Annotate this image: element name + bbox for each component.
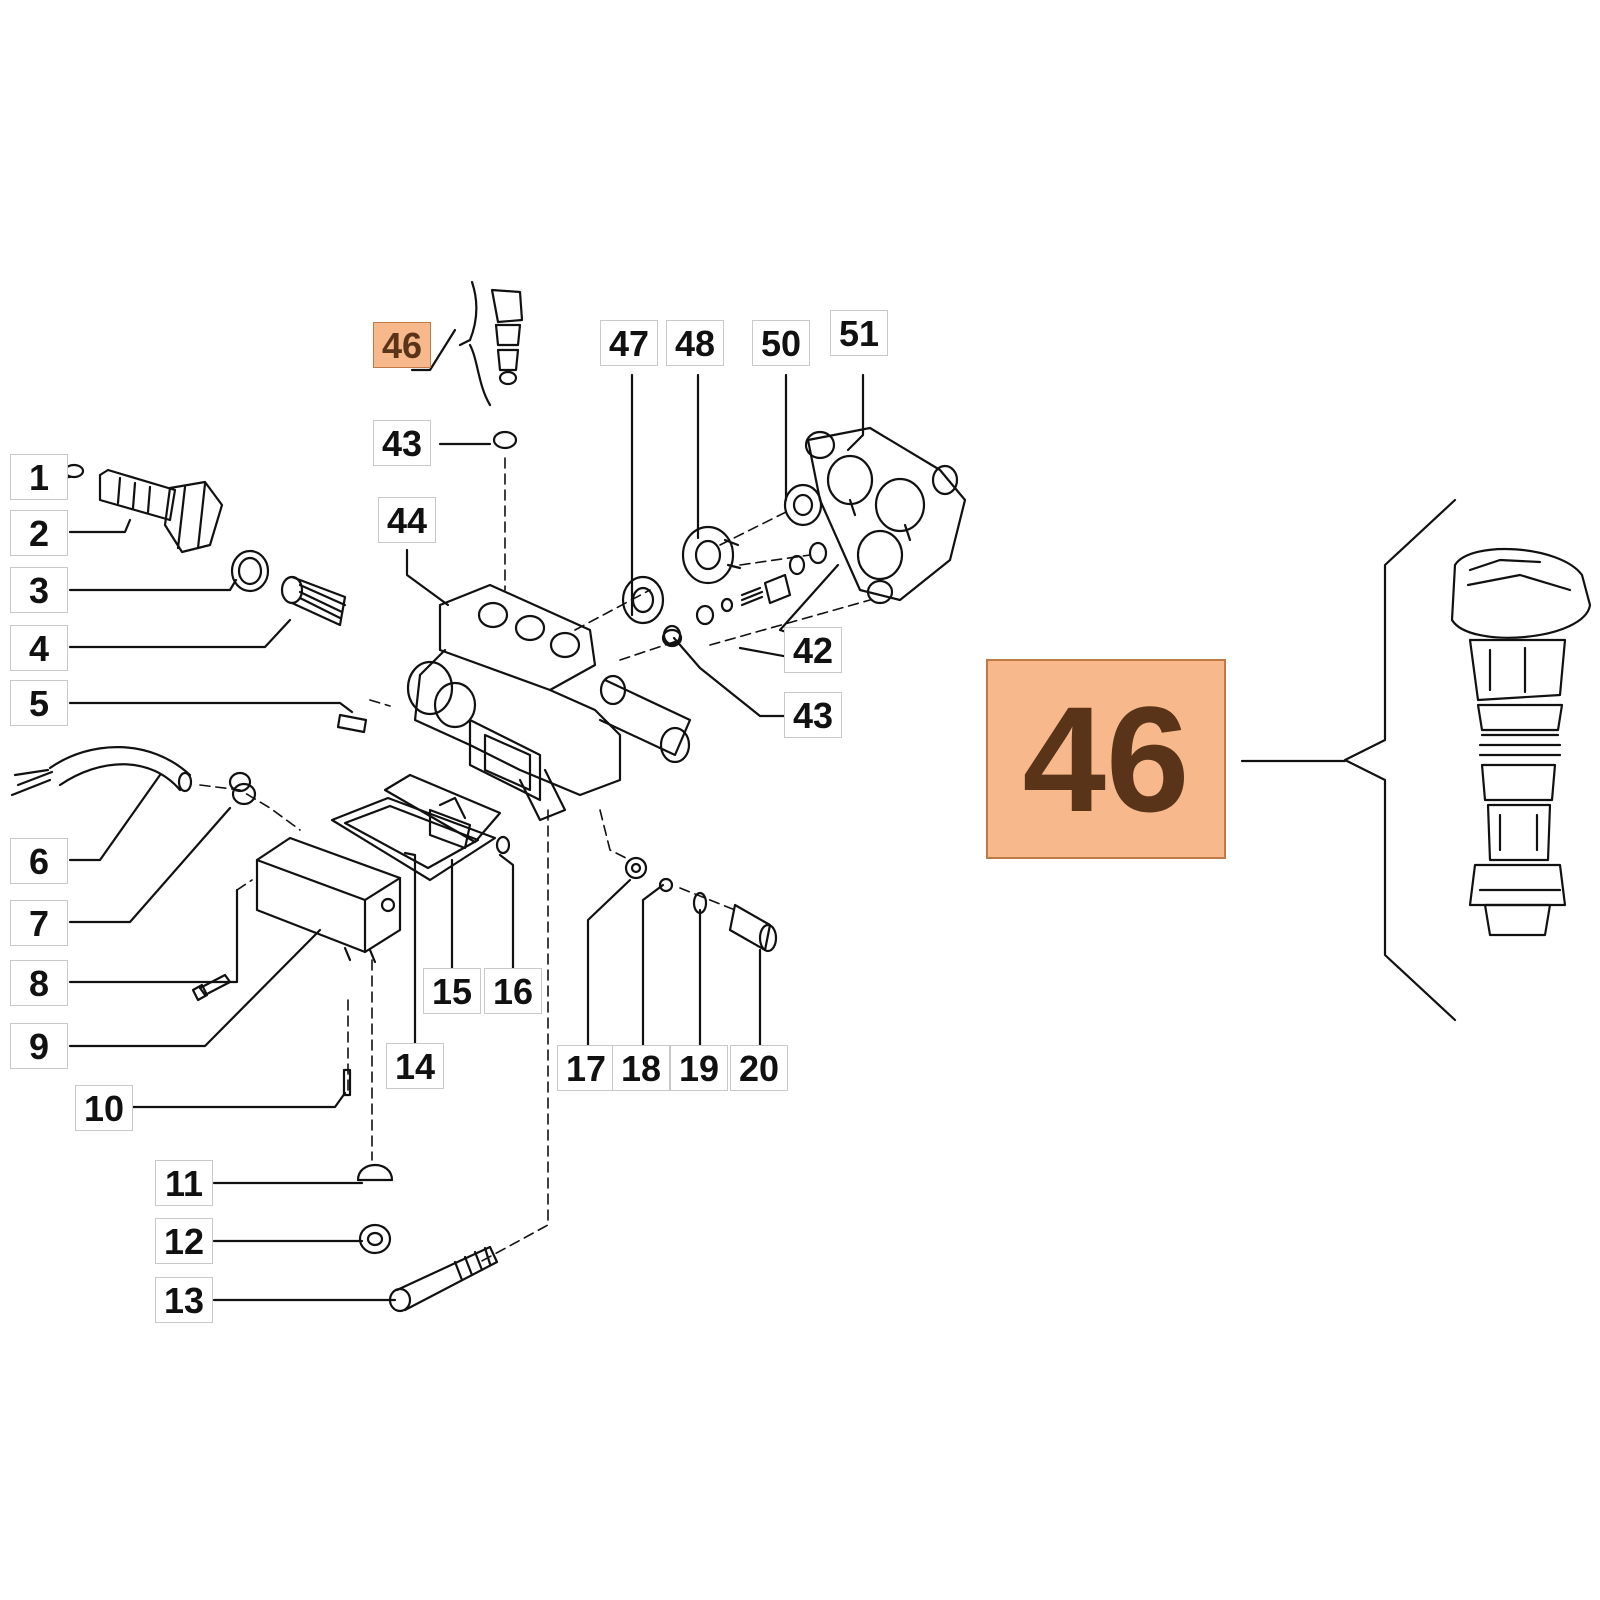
label-part-5[interactable]: 5 <box>10 680 68 726</box>
assembly-lines <box>199 457 871 1263</box>
label-part-43-upper[interactable]: 43 <box>373 420 431 466</box>
label-part-51[interactable]: 51 <box>830 310 888 356</box>
part-46-small-icon <box>458 280 524 407</box>
label-part-16[interactable]: 16 <box>484 968 542 1014</box>
label-part-4[interactable]: 4 <box>10 625 68 671</box>
label-part-6[interactable]: 6 <box>10 838 68 884</box>
label-part-47[interactable]: 47 <box>600 320 658 366</box>
label-part-44[interactable]: 44 <box>378 497 436 543</box>
label-part-9[interactable]: 9 <box>10 1023 68 1069</box>
part-46-enlarged-view <box>1240 498 1592 1022</box>
label-part-13[interactable]: 13 <box>155 1277 213 1323</box>
label-part-42[interactable]: 42 <box>784 627 842 673</box>
label-part-10[interactable]: 10 <box>75 1085 133 1131</box>
label-part-43-lower[interactable]: 43 <box>784 692 842 738</box>
label-part-1[interactable]: 1 <box>10 454 68 500</box>
label-part-14[interactable]: 14 <box>386 1043 444 1089</box>
label-part-11[interactable]: 11 <box>155 1160 213 1206</box>
label-part-2[interactable]: 2 <box>10 510 68 556</box>
label-part-17[interactable]: 17 <box>557 1045 615 1091</box>
label-part-3[interactable]: 3 <box>10 567 68 613</box>
label-part-7[interactable]: 7 <box>10 900 68 946</box>
leader-lines <box>64 328 865 1302</box>
label-part-20[interactable]: 20 <box>730 1045 788 1091</box>
label-part-19[interactable]: 19 <box>670 1045 728 1091</box>
callout-part-46[interactable]: 46 <box>986 659 1226 859</box>
label-part-46[interactable]: 46 <box>373 322 431 368</box>
label-part-12[interactable]: 12 <box>155 1218 213 1264</box>
label-part-50[interactable]: 50 <box>752 320 810 366</box>
label-part-15[interactable]: 15 <box>423 968 481 1014</box>
label-part-48[interactable]: 48 <box>666 320 724 366</box>
label-part-8[interactable]: 8 <box>10 960 68 1006</box>
label-part-18[interactable]: 18 <box>612 1045 670 1091</box>
